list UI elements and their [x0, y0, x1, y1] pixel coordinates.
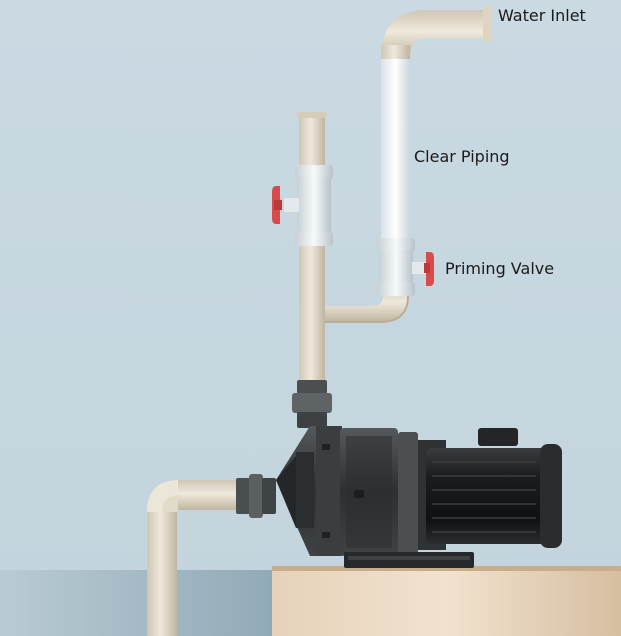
priming-valve-tee	[377, 238, 426, 296]
clear-piping-label: Clear Piping	[414, 147, 510, 166]
water-reservoir	[0, 570, 290, 636]
suction-union	[236, 474, 276, 518]
left-valve-tee	[276, 165, 333, 246]
pump-icon	[276, 426, 418, 556]
water-inlet-label: Water Inlet	[498, 6, 586, 25]
inlet-pipe	[381, 6, 491, 59]
discharge-union	[292, 380, 332, 428]
priming-valve-label: Priming Valve	[445, 259, 555, 278]
pump-base	[344, 552, 474, 568]
motor-icon	[418, 428, 562, 550]
clear-piping	[381, 55, 410, 241]
suction-pipe	[147, 480, 244, 636]
ground-edge	[272, 566, 621, 571]
discharge-lower	[299, 248, 325, 388]
ground-platform	[272, 568, 621, 636]
valve-handle-icon	[272, 186, 282, 224]
priming-valve-handle-icon	[424, 252, 434, 286]
